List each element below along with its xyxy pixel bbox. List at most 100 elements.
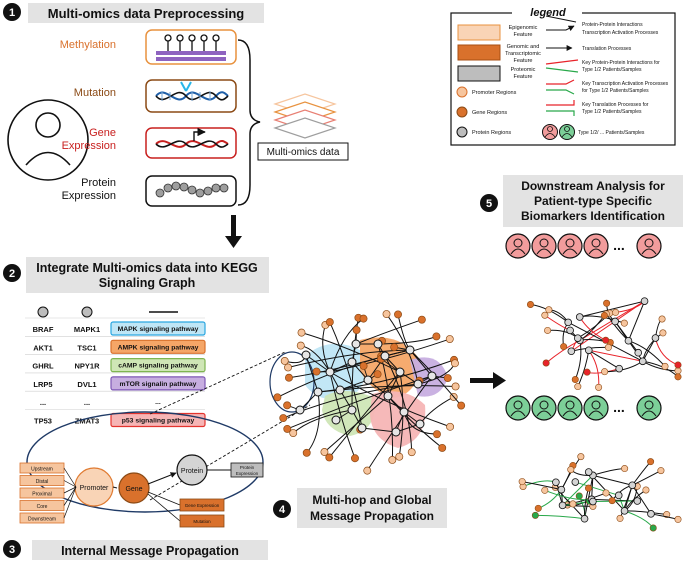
legend-protein: Protein Regions xyxy=(472,130,511,136)
patient-type2-icon-body xyxy=(641,410,657,417)
gene-expression-label-1: Gene xyxy=(89,127,116,139)
network-edge xyxy=(588,349,643,362)
graph-leaf-node xyxy=(359,314,368,323)
patient-type2-icon-head xyxy=(565,400,575,410)
step5-title-2: Patient-type Specific xyxy=(534,194,652,208)
table-cell-gene-b: MAPK1 xyxy=(74,325,100,334)
graph-leaf-node xyxy=(394,310,402,319)
multiomics-data-label: Multi-omics data xyxy=(267,147,340,158)
brace xyxy=(237,39,261,206)
legend-gene: Gene Regions xyxy=(472,110,507,116)
gene-expression-box-label: Gene Expression xyxy=(185,503,220,508)
network-node xyxy=(542,359,550,367)
network-edge xyxy=(592,474,633,486)
legend-key-tap-2: for Type 1/2 Patients/Samples xyxy=(582,88,649,94)
legend-panel: legend Epigenomic Feature Genomic and Tr… xyxy=(450,3,676,146)
network-hub-node xyxy=(557,485,566,494)
graph-leaf-node xyxy=(433,430,441,439)
network-node xyxy=(567,466,575,474)
network-edge xyxy=(631,484,652,515)
ellipsis-bottom: ... xyxy=(613,399,625,415)
graph-arm xyxy=(384,355,413,453)
graph-leaf-node xyxy=(325,453,334,462)
patient-type2-icon xyxy=(557,395,583,421)
network-node xyxy=(647,458,655,466)
legend-key-tap-1: Key Transcription Activation Processes xyxy=(582,81,669,87)
graph-protein-node xyxy=(380,351,390,361)
network-hub-node xyxy=(567,347,576,356)
graph-arm xyxy=(355,319,423,345)
patient-type1-icon-body xyxy=(536,248,552,255)
step2-title-2: Signaling Graph xyxy=(99,276,196,290)
legend-translation: Translation Processes xyxy=(582,46,632,52)
graph-gene-node xyxy=(312,367,321,376)
promoter-region-box xyxy=(19,500,65,511)
svg-text:2: 2 xyxy=(9,268,15,280)
graph-protein-node xyxy=(395,367,405,377)
patient-type1-icon-head xyxy=(565,238,575,248)
network-node xyxy=(642,486,650,494)
network-edge xyxy=(654,337,679,366)
network-node xyxy=(595,383,603,391)
graph-leaf-node xyxy=(438,443,447,452)
graph-gene-node xyxy=(283,401,292,410)
graph-gene-node xyxy=(373,370,382,379)
mutation-box-label: Mutation xyxy=(193,519,211,524)
network-edge xyxy=(544,489,592,501)
graph-arm xyxy=(324,395,389,453)
promoter-region-label: Downstream xyxy=(28,517,56,523)
graph-leaf-node xyxy=(395,452,404,461)
graph-protein-node xyxy=(331,415,341,425)
network-edge xyxy=(627,300,646,341)
network-hub-node xyxy=(640,297,649,305)
graph-leaf-node xyxy=(285,373,293,382)
legend-type: Type 1/2/ ... Patients/Samples xyxy=(578,130,645,136)
down-arrow xyxy=(225,215,242,248)
region-link xyxy=(63,486,77,494)
table-cell-gene-a: ... xyxy=(40,398,46,407)
graph-leaf-node xyxy=(289,429,298,438)
graph-protein-node xyxy=(351,339,361,349)
ellipsis-top: ... xyxy=(613,237,625,253)
step2-title-1: Integrate Multi-omics data into KEGG xyxy=(36,261,258,275)
svg-text:4: 4 xyxy=(279,504,286,516)
table-cell-gene-b: DVL1 xyxy=(77,380,96,389)
methylation-box xyxy=(145,29,237,65)
graph-protein-node xyxy=(335,385,345,395)
legend-green-patient-icon xyxy=(559,124,575,140)
graph-leaf-node xyxy=(296,341,305,350)
graph-gene-node xyxy=(359,362,368,370)
legend-genomic-2: Transcriptomic xyxy=(505,51,541,57)
graph-leaf-node xyxy=(320,448,329,456)
network-edge xyxy=(571,300,645,352)
table-cell-gene-a: GHRL xyxy=(32,362,54,371)
network-hub-node xyxy=(620,507,629,515)
graph-protein-node xyxy=(363,375,373,385)
graph-protein-node xyxy=(383,391,393,401)
step2-header: 2 Integrate Multi-omics data into KEGG S… xyxy=(3,257,269,293)
patient-type1-icon-body xyxy=(641,248,657,255)
pathway-badge xyxy=(110,358,206,373)
network-edge xyxy=(614,321,639,353)
table-cell-pathway: AMPK signaling pathway xyxy=(118,344,199,351)
svg-text:3: 3 xyxy=(9,544,15,556)
graph-leaf-node xyxy=(446,422,455,431)
network-edge xyxy=(522,480,557,487)
graph-arm xyxy=(366,375,433,471)
patient-type1-icon xyxy=(583,233,609,259)
network-node xyxy=(571,376,579,384)
table-cell-gene-a: AKT1 xyxy=(33,343,53,352)
promoter-node-label: Promoter xyxy=(80,485,109,492)
graph-leaf-node xyxy=(273,393,282,402)
legend-title: legend xyxy=(530,7,566,19)
graph-gene-node xyxy=(443,374,452,383)
graph-arm xyxy=(339,385,456,391)
network-edge xyxy=(631,461,651,486)
graph-leaf-node xyxy=(283,424,292,433)
promoter-region-label: Proximal xyxy=(32,492,51,498)
network-node xyxy=(661,362,669,370)
network-node xyxy=(602,489,610,497)
pathway-badge xyxy=(110,321,206,336)
table-cell-pathway: ... xyxy=(155,399,161,406)
